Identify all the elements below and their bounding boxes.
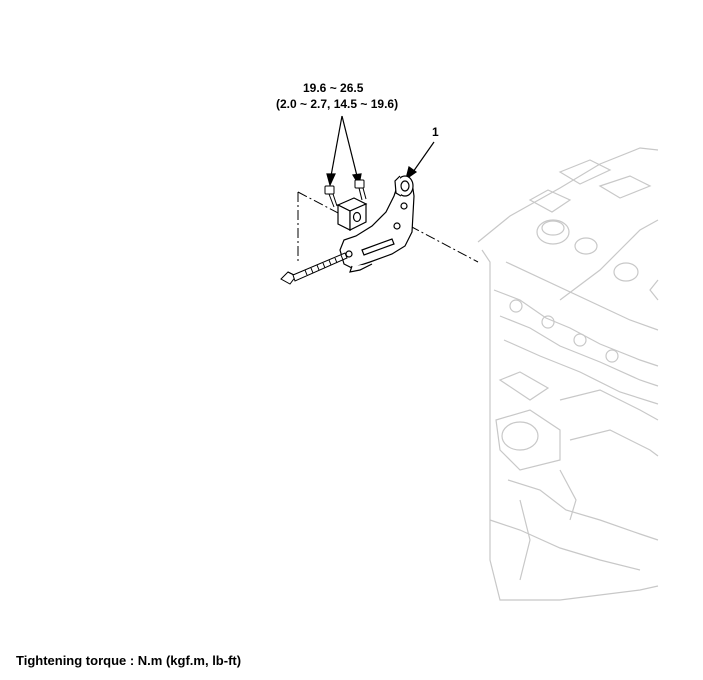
upper-bolt-right bbox=[354, 179, 367, 201]
alignment-lines bbox=[297, 191, 479, 263]
torque-leader-arrows bbox=[326, 115, 362, 187]
upper-bolt-left bbox=[324, 185, 338, 208]
torque-value-nm: 19.6 ~ 26.5 bbox=[303, 81, 364, 95]
bracket-plate bbox=[339, 177, 415, 273]
tightening-torque-legend: Tightening torque : N.m (kgf.m, lb-ft) bbox=[16, 653, 242, 668]
long-bolt bbox=[280, 252, 348, 285]
spacer-block bbox=[336, 197, 368, 231]
torque-value-alt-units: (2.0 ~ 2.7, 14.5 ~ 19.6) bbox=[276, 97, 399, 111]
tensioner-pulley bbox=[394, 175, 414, 197]
callout-leader-arrow bbox=[405, 141, 435, 181]
part-callout-number: 1 bbox=[432, 125, 439, 139]
engine-block bbox=[477, 147, 659, 601]
